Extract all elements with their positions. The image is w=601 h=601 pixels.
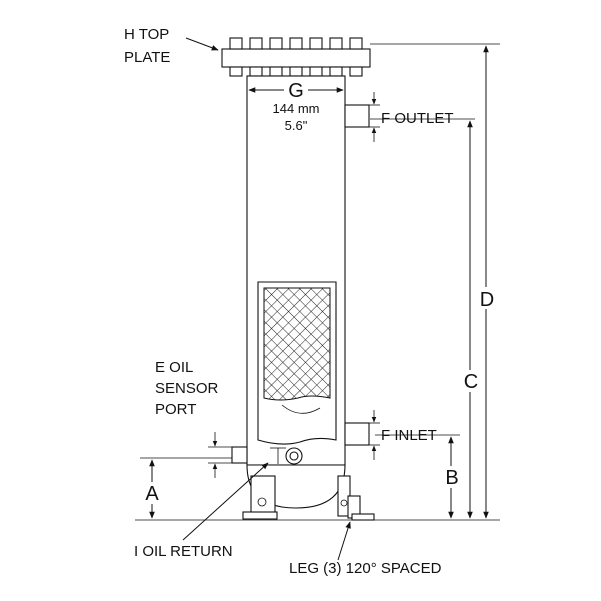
oil-return-leader	[182, 462, 269, 541]
dimension-g: G 144 mm 5.6"	[248, 78, 344, 133]
return-i-dim	[270, 447, 286, 464]
dim-g-label: G	[288, 80, 304, 102]
sensor-label-2: SENSOR	[155, 380, 219, 397]
top-bolts	[229, 37, 363, 77]
legs	[242, 475, 375, 521]
sensor-label-3: PORT	[155, 401, 196, 418]
inlet-nozzle	[344, 422, 370, 446]
legs-leader	[337, 521, 351, 561]
dimension-d: D	[476, 45, 498, 519]
oil-return-fitting	[285, 447, 303, 465]
dimension-b: B	[441, 436, 463, 519]
sensor-label-1: E OIL	[155, 359, 193, 376]
filter-element	[257, 281, 337, 445]
dim-c-label: C	[464, 371, 478, 393]
outlet-f-dim	[369, 92, 380, 142]
top-plate	[221, 37, 371, 77]
top-plate-label-1: H TOP	[124, 26, 169, 43]
oil-sensor-port	[231, 446, 248, 464]
outlet-nozzle	[344, 104, 370, 128]
oil-return-label: I OIL RETURN	[134, 543, 233, 560]
sensor-e-dim	[208, 432, 232, 478]
inlet-f-dim	[369, 410, 380, 460]
dim-d-label: D	[480, 289, 494, 311]
legs-label: LEG (3) 120° SPACED	[289, 560, 442, 577]
dim-a-label: A	[145, 483, 159, 505]
inlet-label: F INLET	[381, 427, 437, 444]
top-plate-label-2: PLATE	[124, 49, 170, 66]
outlet-label: F OUTLET	[381, 110, 454, 127]
dimension-a: A	[141, 459, 163, 519]
dim-b-label: B	[445, 467, 458, 489]
width-mm-label: 144 mm	[273, 101, 320, 116]
top-plate-leader	[185, 37, 219, 51]
dimension-c: C	[460, 120, 482, 519]
width-in-label: 5.6"	[285, 118, 308, 133]
